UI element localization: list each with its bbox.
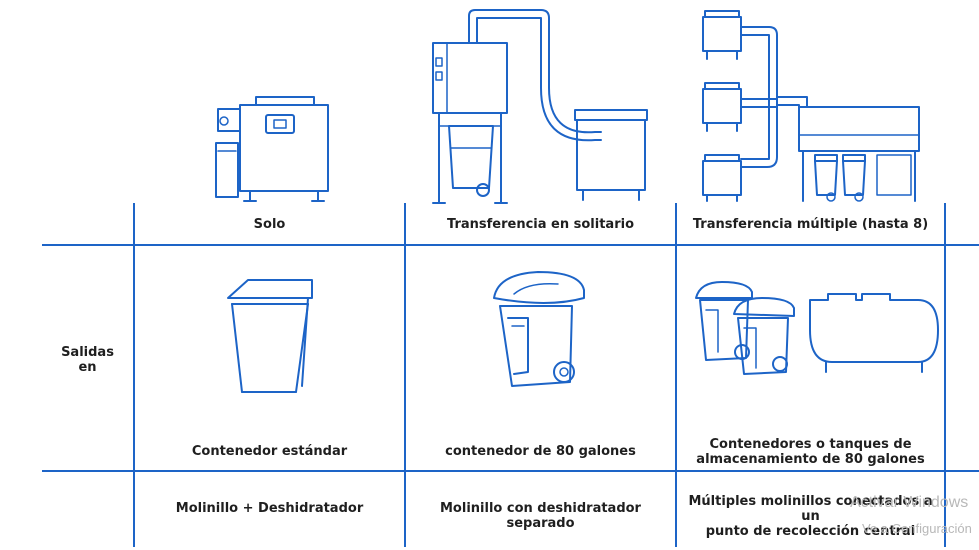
output-label-multi-containers: Contenedores o tanques de almacenamiento… <box>677 437 944 467</box>
row-label-outputs: Salidas en <box>42 345 133 375</box>
component-label-grinder-dewaterer: Molinillo + Deshidratador <box>175 501 364 516</box>
grid-vline-3 <box>675 203 677 547</box>
component-label-multi-line1: Múltiples molinillos conectados a un <box>688 494 933 524</box>
output-label-80-gallon-container: contenedor de 80 galones <box>445 444 636 459</box>
multi-containers-tanks-icon <box>695 281 939 375</box>
grid-vline-4 <box>944 203 946 547</box>
column-header-solo: Solo <box>253 217 286 232</box>
80-gallon-container-icon <box>493 271 585 387</box>
component-label-multiple-grinders: Múltiples molinillos conectados a un pun… <box>677 494 944 539</box>
component-label-grinder-separate-dewaterer: Molinillo con deshidratador separado <box>440 501 641 531</box>
grid-vline-2 <box>404 203 406 547</box>
transfer-solo-illustration <box>432 9 648 204</box>
column-header-transfer-solo: Transferencia en solitario <box>447 217 634 232</box>
output-label-standard-container: Contenedor estándar <box>191 444 348 459</box>
row-label-line1: Salidas <box>61 345 114 360</box>
activation-watermark-subtitle: Ve a Configuración <box>862 521 972 536</box>
grid-vline-1 <box>133 203 135 547</box>
activation-watermark-title: Activar Windows <box>850 494 969 511</box>
grinder-dewaterer-illustration <box>215 96 329 202</box>
standard-container-icon <box>227 279 313 393</box>
output-label-multi-line2: almacenamiento de 80 galones <box>696 452 925 467</box>
output-label-multi-line1: Contenedores o tanques de <box>709 437 912 452</box>
component-label-multi-line2: punto de recolección central <box>705 524 916 539</box>
transfer-multiple-illustration <box>702 10 920 202</box>
row-label-line2: en <box>78 360 97 375</box>
grid-hline-2 <box>42 470 979 472</box>
column-header-transfer-multiple: Transferencia múltiple (hasta 8) <box>692 217 929 232</box>
grid-hline-1 <box>42 244 979 246</box>
